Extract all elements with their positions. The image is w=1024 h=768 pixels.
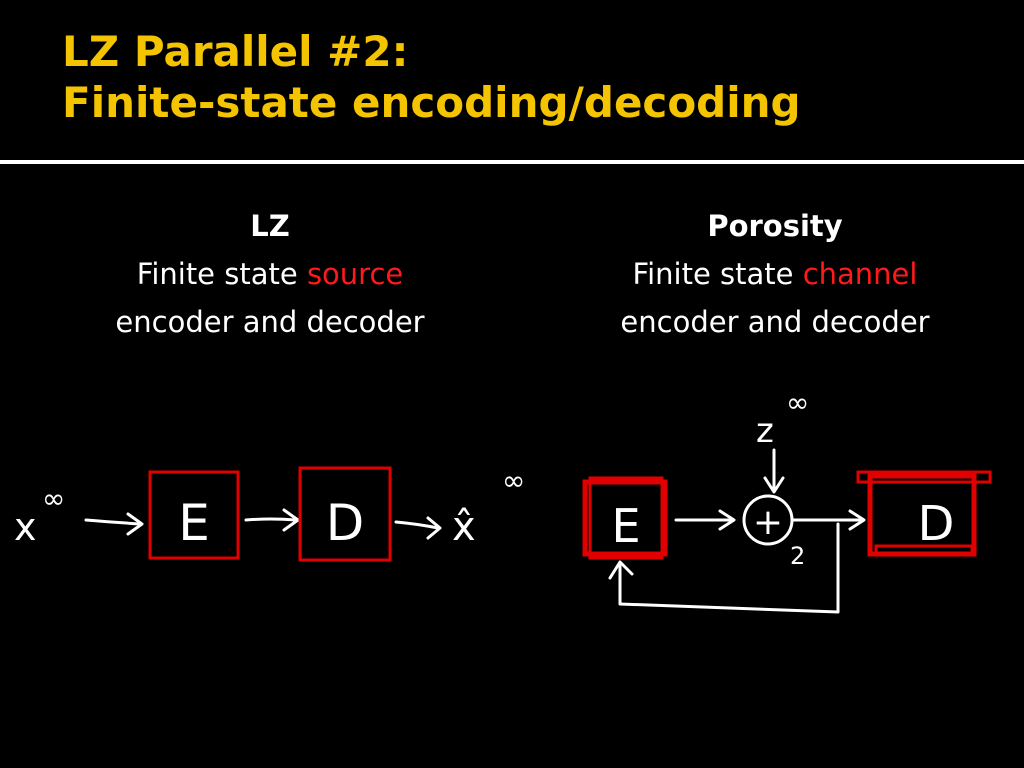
lz-line-2-prefix: Finite state — [136, 257, 307, 291]
porosity-line-3: encoder and decoder — [620, 305, 930, 339]
porosity-noise-label: z — [756, 411, 774, 451]
porosity-encoder-box — [582, 479, 668, 557]
porosity-line-2-prefix: Finite state — [632, 257, 803, 291]
lz-encoder-box — [148, 470, 240, 560]
porosity-adder-subscript: 2 — [790, 542, 805, 570]
lz-input-superscript: ∞ — [42, 482, 65, 515]
title-divider — [0, 160, 1024, 164]
porosity-column: Porosity Finite state channel encoder an… — [565, 202, 985, 346]
lz-output-label: x̂ — [452, 504, 476, 550]
porosity-adder-label: + — [753, 502, 783, 543]
porosity-decoder-label: D — [918, 496, 955, 552]
porosity-line-2: Finite state channel — [565, 250, 985, 298]
porosity-adder-circle — [742, 494, 794, 546]
porosity-decoder-box-top-stroke — [856, 470, 992, 484]
porosity-encoder-label: E — [611, 499, 640, 553]
lz-arrow-middle — [244, 517, 298, 522]
porosity-diagram: E + 2 z ∞ D — [582, 386, 992, 614]
porosity-arrow-enc-adder-head — [718, 509, 736, 531]
lz-diagram: x ∞ E D x̂ ∞ — [14, 464, 525, 562]
lz-highlight-source: source — [306, 257, 404, 291]
lz-column: LZ Finite state source encoder and decod… — [60, 202, 480, 346]
title-line-2: Finite-state encoding/decoding — [62, 78, 801, 127]
lz-arrow-output-head — [426, 516, 442, 540]
lz-arrow-output — [394, 520, 440, 530]
title-line-1: LZ Parallel #2: — [62, 27, 409, 76]
porosity-feedback-head — [608, 560, 634, 580]
porosity-feedback-path — [618, 522, 840, 614]
lz-encoder-label: E — [178, 494, 210, 552]
porosity-arrow-noise-head — [763, 476, 785, 494]
slide-title: LZ Parallel #2: Finite-state encoding/de… — [62, 26, 801, 128]
lz-line-3: encoder and decoder — [115, 305, 425, 339]
lz-arrow-input-head — [126, 512, 144, 536]
lz-arrow-input — [84, 518, 142, 526]
porosity-encoder-box-stroke — [588, 476, 664, 560]
lz-arrow-middle-head — [282, 508, 300, 532]
porosity-highlight-channel: channel — [802, 257, 918, 291]
porosity-arrow-adder-dec-head — [848, 509, 866, 531]
porosity-decoder-box-bottom-stroke — [874, 544, 974, 556]
porosity-heading: Porosity — [707, 209, 843, 243]
lz-line-2: Finite state source — [60, 250, 480, 298]
lz-decoder-box — [298, 466, 392, 562]
lz-input-label: x — [14, 505, 37, 549]
lz-decoder-label: D — [326, 494, 365, 552]
porosity-noise-superscript: ∞ — [786, 386, 809, 419]
lz-output-superscript: ∞ — [502, 464, 525, 497]
lz-heading: LZ — [250, 209, 290, 243]
